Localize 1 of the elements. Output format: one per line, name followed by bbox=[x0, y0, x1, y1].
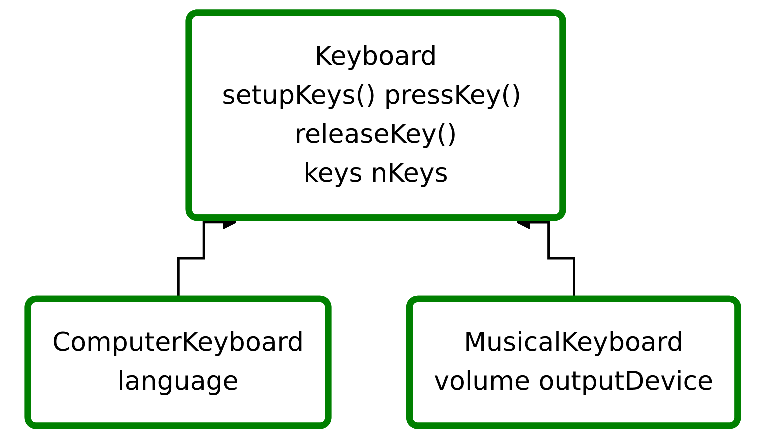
class-diagram: Keyboard setupKeys() pressKey() releaseKey() keys nKeys ComputerKeyboard language MusicalKeyboard volume outputDevice bbox=[0, 0, 766, 439]
